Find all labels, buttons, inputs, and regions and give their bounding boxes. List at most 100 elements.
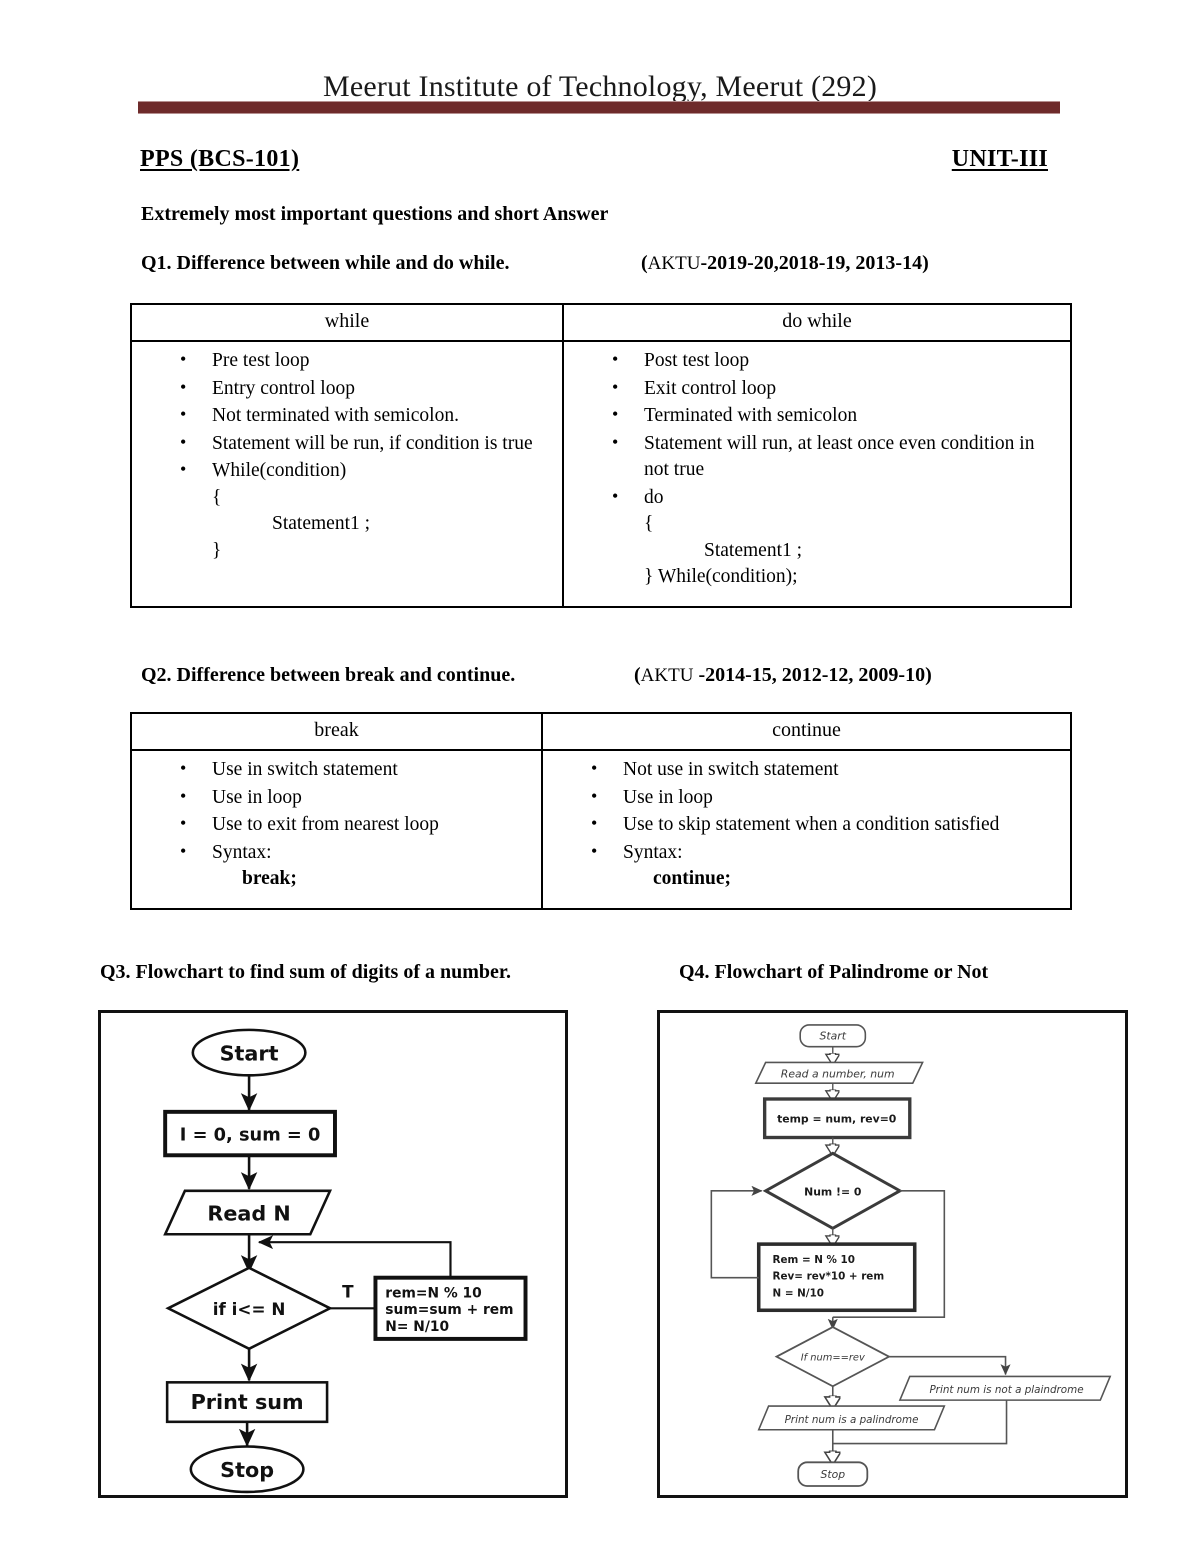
while-code-close-brace: } xyxy=(212,539,222,561)
list-item: Not terminated with semicolon. xyxy=(172,402,556,430)
flowchart-palindrome: Start Read a number, num temp = num, rev… xyxy=(657,1010,1128,1498)
while-bullet-list: Pre test loop Entry control loop Not ter… xyxy=(138,347,556,564)
table-row: Pre test loop Entry control loop Not ter… xyxy=(130,340,1072,608)
break-bullet-list: Use in switch statement Use in loop Use … xyxy=(138,756,535,893)
break-cell: Use in switch statement Use in loop Use … xyxy=(130,749,543,910)
list-item: Pre test loop xyxy=(172,347,556,375)
break-syntax-label: Syntax: xyxy=(212,841,272,863)
question-1-aktu-years: (AKTU-2019-20,2018-19, 2013-14) xyxy=(641,252,929,275)
node-stop-shape xyxy=(797,1461,869,1487)
list-item-code: do { Statement1 ; } While(condition); xyxy=(604,484,1064,591)
node-read-label: Read N xyxy=(207,1201,290,1225)
table-header-row: while do while xyxy=(130,303,1072,342)
node-start-label: Start xyxy=(220,1042,279,1066)
node-stop-shape xyxy=(189,1445,305,1494)
table-row: Use in switch statement Use in loop Use … xyxy=(130,749,1072,910)
node-read-label: Read a number, num xyxy=(781,1067,895,1080)
continue-syntax-label: Syntax: xyxy=(623,841,683,863)
node-body-shape xyxy=(373,1275,528,1341)
node-printno-shape xyxy=(898,1375,1112,1401)
node-print-label: Print sum xyxy=(191,1390,304,1414)
flowchart-sum-of-digits: Start I = 0, sum = 0 Read N if i<= N T r… xyxy=(98,1010,568,1498)
aktu-years: -2019-20,2018-19, 2013-14) xyxy=(700,252,929,274)
edge-label-true: T xyxy=(342,1281,354,1301)
while-cell: Pre test loop Entry control loop Not ter… xyxy=(130,340,564,608)
node-start-label: Start xyxy=(820,1030,847,1043)
edge-check-false xyxy=(889,1355,1011,1376)
node-cond-shape xyxy=(762,1151,903,1231)
node-check-label: If num==rev xyxy=(801,1353,865,1364)
node-init-shape xyxy=(762,1097,912,1140)
list-item: Use in loop xyxy=(172,784,535,812)
list-item-syntax: Syntax: break; xyxy=(172,839,535,893)
edge-printno-to-stop xyxy=(832,1400,1008,1445)
aktu-open-paren: ( xyxy=(634,664,641,686)
question-3-heading: Q3. Flowchart to find sum of digits of a… xyxy=(100,961,511,983)
dowhile-code-statement: Statement1 ; xyxy=(704,539,803,561)
while-code-open-brace: { xyxy=(212,486,222,508)
break-syntax-value: break; xyxy=(242,868,297,890)
table-header-row: break continue xyxy=(130,712,1072,751)
node-printno-label: Print num is not a plaindrome xyxy=(929,1384,1083,1396)
node-check-shape xyxy=(774,1326,891,1388)
continue-bullet-list: Not use in switch statement Use in loop … xyxy=(549,756,1064,893)
dowhile-bullet-list: Post test loop Exit control loop Termina… xyxy=(570,347,1064,591)
break-vs-continue-table: break continue Use in switch statement U… xyxy=(130,712,1072,910)
node-cond-label: Num != 0 xyxy=(804,1186,862,1199)
list-item: Entry control loop xyxy=(172,375,556,403)
dowhile-cell: Post test loop Exit control loop Termina… xyxy=(562,340,1072,608)
list-item: Not use in switch statement xyxy=(583,756,1064,784)
node-printyes-label: Print num is a palindrome xyxy=(785,1414,919,1426)
column-header-continue: continue xyxy=(541,712,1072,751)
edge-body-loopback xyxy=(257,1235,452,1278)
list-item: Use to exit from nearest loop xyxy=(172,811,535,839)
edge-body-loopback xyxy=(710,1185,763,1279)
list-item: Terminated with semicolon xyxy=(604,402,1064,430)
node-read-shape xyxy=(754,1061,924,1084)
node-body-line-3: N = N/10 xyxy=(773,1287,824,1299)
node-body-line-2: sum=sum + rem xyxy=(385,1302,513,1318)
institute-title: Meerut Institute of Technology, Meerut (… xyxy=(322,70,878,103)
node-body-line-3: N= N/10 xyxy=(385,1319,449,1335)
node-printyes-shape xyxy=(757,1405,946,1431)
column-header-dowhile: do while xyxy=(562,303,1072,342)
while-code-signature: While(condition) xyxy=(212,460,347,482)
while-code-statement: Statement1 ; xyxy=(272,513,371,535)
list-item: Post test loop xyxy=(604,347,1064,375)
question-4-heading: Q4. Flowchart of Palindrome or Not xyxy=(679,961,989,983)
list-item: Use in switch statement xyxy=(172,756,535,784)
aktu-label: AKTU xyxy=(647,253,701,274)
continue-syntax-value: continue; xyxy=(653,868,731,890)
node-init-label: temp = num, rev=0 xyxy=(777,1113,897,1126)
node-read-shape xyxy=(163,1189,333,1236)
node-body-line-2: Rev= rev*10 + rem xyxy=(773,1271,885,1283)
node-body-line-1: Rem = N % 10 xyxy=(773,1254,855,1266)
while-vs-dowhile-table: while do while Pre test loop Entry contr… xyxy=(130,303,1072,608)
list-item: Use in loop xyxy=(583,784,1064,812)
question-1-heading: Q1. Difference between while and do whil… xyxy=(141,252,510,274)
intro-text: Extremely most important questions and s… xyxy=(141,203,609,225)
course-code: PPS (BCS-101) xyxy=(140,146,300,172)
column-header-break: break xyxy=(130,712,543,751)
list-item: Exit control loop xyxy=(604,375,1064,403)
column-header-while: while xyxy=(130,303,564,342)
edge-cond-false-route xyxy=(832,1190,946,1318)
dowhile-code-close-brace: } While(condition); xyxy=(644,566,798,588)
node-body-shape xyxy=(756,1242,917,1313)
node-init-shape xyxy=(163,1109,337,1158)
node-body-line-1: rem=N % 10 xyxy=(385,1285,481,1301)
unit-label: UNIT-III xyxy=(951,146,1048,172)
list-item: Statement will be run, if condition is t… xyxy=(172,430,556,458)
list-item: Statement will run, at least once even c… xyxy=(604,430,1064,484)
dowhile-code-open-brace: { xyxy=(644,513,654,535)
question-2-heading: Q2. Difference between break and continu… xyxy=(141,664,516,686)
list-item: Use to skip statement when a condition s… xyxy=(583,811,1064,839)
aktu-years: -2014-15, 2012-12, 2009-10) xyxy=(693,664,932,686)
list-item-syntax: Syntax: continue; xyxy=(583,839,1064,893)
aktu-open-paren: ( xyxy=(641,252,648,274)
flowchart-sum-of-digits-svg: Start I = 0, sum = 0 Read N if i<= N T r… xyxy=(163,1028,528,1494)
dowhile-code-signature: do xyxy=(644,486,664,508)
flowchart-palindrome-svg: Start Read a number, num temp = num, rev… xyxy=(710,1024,1112,1487)
document-header: Meerut Institute of Technology, Meerut (… xyxy=(0,70,1200,104)
